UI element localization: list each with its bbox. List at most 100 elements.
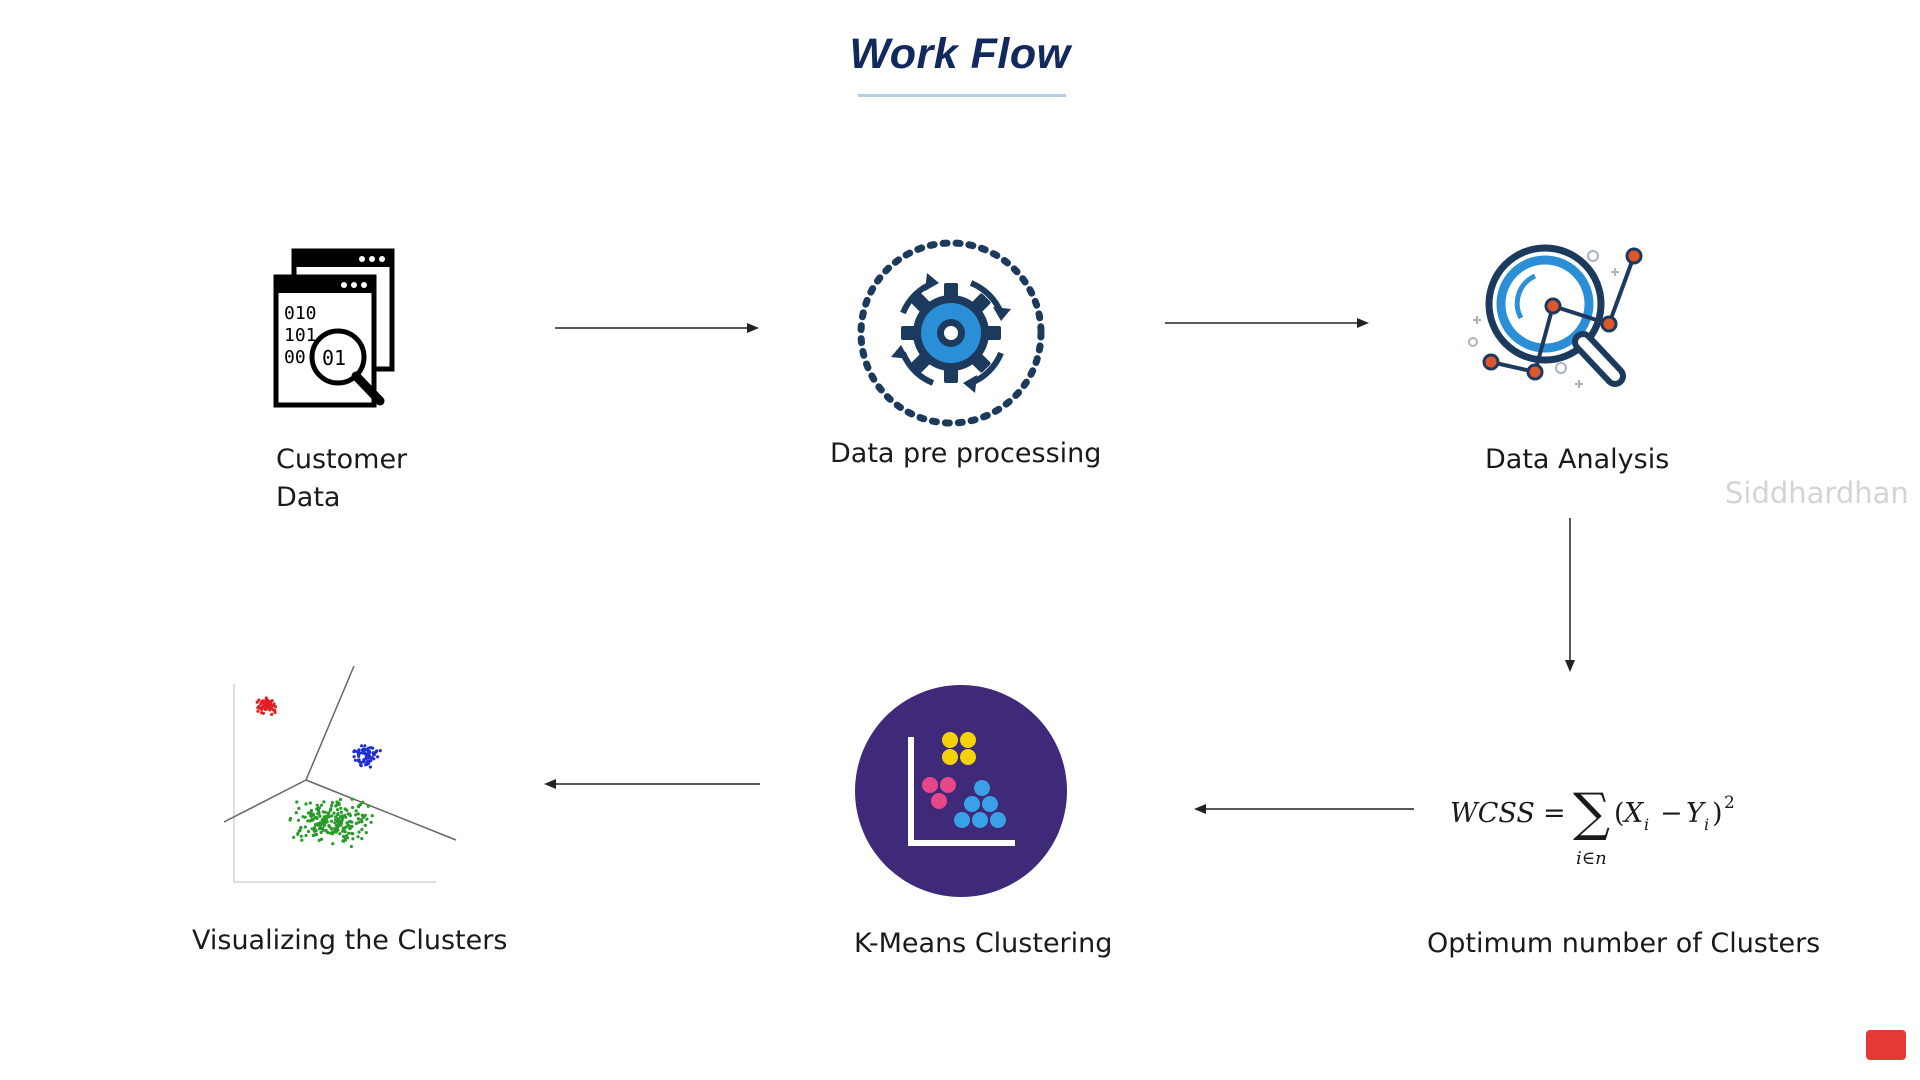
scatter-dot (378, 749, 382, 753)
arrow-kmeans-to-visualize (544, 779, 760, 789)
scatter-dot (336, 813, 340, 817)
scatter-dot (323, 810, 327, 814)
scatter-dot (368, 765, 372, 769)
scatter-dot (366, 751, 371, 755)
scatter-dot (310, 817, 314, 821)
scatter-dot (336, 828, 340, 832)
scatter-dot (325, 820, 329, 824)
data-search-icon: 010 101 00 01 (273, 248, 395, 408)
formula-minus: − (1660, 798, 1683, 829)
scatter-dot (319, 830, 323, 834)
scatter-dot (335, 803, 339, 807)
scatter-dot (353, 749, 357, 753)
scatter-dot (296, 818, 301, 822)
scatter-dot (330, 831, 334, 835)
formula-y-subscript: i (1704, 815, 1709, 834)
scatter-dot (306, 819, 310, 823)
scatter-dot (304, 802, 308, 806)
scatter-dot (299, 826, 303, 830)
scatter-dot (328, 808, 332, 812)
scatter-dot (322, 815, 326, 819)
svg-text:01: 01 (322, 346, 346, 370)
kmeans-label: K-Means Clustering (854, 928, 1113, 959)
scatter-dot (339, 814, 343, 818)
scatter-dot (369, 820, 373, 824)
scatter-dot (296, 832, 300, 836)
scatter-dot (314, 816, 319, 820)
optimum-label: Optimum number of Clusters (1427, 928, 1821, 959)
formula-sum-symbol: ∑ (1573, 783, 1610, 843)
scatter-dot (339, 810, 343, 814)
scatter-dot (346, 836, 350, 840)
formula-exponent: 2 (1724, 793, 1735, 813)
scatter-dot (320, 819, 324, 823)
scatter-dot (342, 834, 346, 838)
scatter-dot (339, 806, 343, 810)
scatter-dot (356, 753, 361, 757)
scatter-dot (316, 823, 320, 827)
formula-lhs: WCSS (1450, 798, 1535, 829)
scatter-dot (303, 815, 307, 819)
gear-cycle-icon (857, 239, 1045, 427)
kmeans-chart-icon (855, 685, 1067, 897)
svg-text:010: 010 (284, 303, 317, 324)
arrow-optimum-to-kmeans (1194, 804, 1414, 814)
scatter-dot (375, 749, 379, 753)
arrow-analysis-to-optimum (1565, 518, 1575, 672)
customer-data-label: Customer Data (276, 441, 407, 517)
scatter-dot (330, 814, 334, 818)
scatter-dot (322, 800, 326, 804)
scatter-dot (327, 824, 331, 828)
scatter-dot (315, 803, 319, 807)
scatter-dot (314, 829, 318, 833)
scatter-dot (268, 703, 272, 707)
scatter-dot (372, 757, 376, 761)
scatter-dot (263, 704, 268, 708)
scatter-dot (292, 835, 296, 839)
scatter-dot (273, 708, 277, 712)
scatter-dot (350, 831, 354, 835)
scatter-dot (333, 827, 337, 831)
scatter-dot (376, 755, 380, 759)
arrow-preprocessing-to-analysis (1165, 318, 1369, 328)
scatter-dot (357, 830, 361, 834)
scatter-dot (336, 824, 340, 828)
scatter-dot (344, 825, 348, 829)
scatter-dot (257, 698, 261, 702)
scatter-dot (344, 815, 348, 819)
scatter-dot (329, 819, 334, 823)
scatter-dot (335, 808, 340, 812)
scatter-dot (299, 834, 303, 838)
cluster-scatter-icon (224, 665, 457, 883)
scatter-dot (288, 818, 292, 822)
scatter-dot (341, 839, 345, 843)
scatter-dot (364, 763, 368, 767)
scatter-dot (316, 812, 320, 816)
scatter-dot (306, 829, 311, 834)
scatter-dot (343, 807, 347, 811)
subscribe-badge[interactable] (1866, 1030, 1906, 1060)
scatter-dot (312, 813, 316, 817)
svg-text:101: 101 (284, 325, 317, 346)
scatter-dot (360, 837, 364, 841)
arrow-customer-to-preprocessing (555, 323, 759, 333)
scatter-dot (314, 832, 318, 836)
scatter-dot (321, 828, 325, 832)
scatter-dot (343, 837, 347, 841)
scatter-dot (354, 813, 358, 817)
scatter-dot (270, 712, 274, 716)
scatter-dot (351, 837, 355, 841)
visualize-label: Visualizing the Clusters (192, 925, 508, 956)
scatter-dot (318, 814, 322, 818)
scatter-dot (333, 821, 337, 825)
formula-x: X (1622, 798, 1645, 829)
scatter-dot (359, 761, 363, 765)
formula-sum-index: i∈n (1576, 848, 1607, 869)
scatter-dot (360, 744, 364, 748)
watermark: Siddhardhan (1725, 476, 1909, 510)
scatter-dot (329, 826, 333, 831)
svg-text:00: 00 (284, 347, 306, 368)
scatter-dot (363, 823, 367, 827)
scatter-dot (357, 820, 361, 824)
scatter-dot (366, 804, 370, 808)
